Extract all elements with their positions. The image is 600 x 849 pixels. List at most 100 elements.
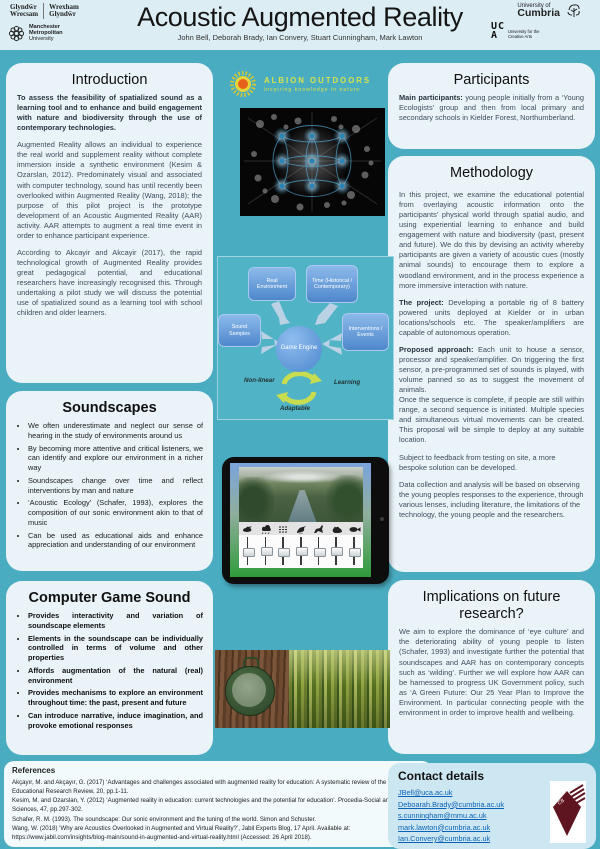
cgs-bullet: Provides mechanisms to explore an enviro… [28,688,203,708]
contact-details-section: Contact details JBell@uca.ac.uk Deboarah… [388,763,596,849]
implications-text: We aim to explore the dominance of ‘eye … [399,627,584,717]
email-link[interactable]: JBell@uca.ac.uk [398,788,453,797]
frog-icon [332,526,342,533]
deer-icon [314,524,324,533]
computer-game-sound-section: Computer Game Sound Provides interactivi… [6,581,213,755]
albion-outdoors-logo: ALBION OUTDOORS inspiring knowledge in n… [228,62,388,106]
sun-icon [230,71,256,97]
speaker-node-grid [273,127,351,195]
email-link[interactable]: Ian.Convery@cumbria.ac.uk [398,834,491,843]
participants-section: Participants Main participants: young pe… [388,63,595,149]
email-link[interactable]: Deboarah.Brady@cumbria.ac.uk [398,799,504,809]
diagram-label-learning: Learning [334,379,361,386]
soundscapes-bullet: Soundscapes change over time and reflect… [28,476,203,496]
volume-slider-panel [239,535,363,568]
reference-item: Wang, W. (2018) ‘Why are Acoustics Overl… [12,825,351,841]
email-link[interactable]: mark.lawton@cumbria.ac.uk [398,822,491,832]
water-icon [278,525,288,533]
research-stamp-logo: CB [550,781,586,843]
cgs-bullet: Elements in the soundscape can be indivi… [28,634,203,663]
reference-item: Kesim, M. and Ozarslan, Y. (2012) ‘Augme… [12,797,424,813]
volume-slider[interactable] [260,535,273,568]
poster-authors: John Bell, Deborah Brady, Ian Convery, S… [177,33,423,42]
diagram-node-real-environment: Real Environment [248,267,296,301]
diagram-label-adaptable: Adaptable [280,405,310,412]
methodology-project-lead: The project: [399,297,444,307]
volume-slider[interactable] [348,535,362,568]
reference-item: Schafer, R. M. (1993). The soundscape: O… [12,815,317,823]
tree-bark [215,650,289,728]
reference-item: Akçayır, M. and Akçayır, G. (2017) ‘Adva… [12,779,415,795]
soundscapes-bullet: Can be used as educational aids and enha… [28,531,203,551]
rain-cloud-icon [262,524,271,534]
speaker-on-tree-photo [215,650,390,728]
svg-text:CB: CB [557,797,567,806]
soundscapes-bullet: By becoming more attentive and critical … [28,444,203,473]
implications-section: Implications on future research? We aim … [388,580,595,754]
volume-slider[interactable] [242,535,255,568]
tablet-screen [230,463,371,577]
game-engine-diagram: Real Environment Time (Historical / Cont… [217,256,394,420]
volume-slider[interactable] [330,535,344,568]
methodology-section: Methodology In this project, we examine … [388,156,595,572]
references-title: References [12,766,56,775]
duck-icon [243,525,253,532]
soundscapes-title: Soundscapes [62,400,157,416]
cgs-bullet: Provides interactivity and variation of … [28,611,203,631]
tablet-camera-dot [380,517,384,521]
bamboo-forest [288,650,390,728]
albion-tagline: inspiring knowledge in nature [264,86,361,93]
mmu-logo: Manchester Metropolitan University [8,24,63,42]
introduction-section: Introduction To assess the feasibility o… [6,63,213,383]
methodology-project-text: Developing a portable rig of 8 battery p… [399,297,584,337]
outdoor-speaker-device [225,657,275,716]
speaker-array-visualisation-image [240,108,385,216]
soundscapes-bullet: ‘Acoustic Ecology’ (Schafer, 1993), expl… [28,498,203,527]
soundscape-icon-row [239,522,363,535]
introduction-paragraph-1: Augmented Reality allows an individual t… [17,140,202,240]
cgs-bullet: Can introduce narrative, induce imaginat… [28,711,203,731]
introduction-paragraph-2: According to Akcayir and Akcayir (2017),… [17,247,202,318]
uca-logo: UC A University for the Creative Arts [491,22,542,40]
introduction-title: Introduction [71,72,148,88]
diagram-node-time: Time (Historical / Contemporary) [306,265,358,303]
diagram-node-game-engine: Game Engine [276,326,322,372]
bird-icon [297,525,307,534]
references-section: References Akçayır, M. and Akçayır, G. (… [4,761,432,847]
diagram-node-interventions-events: Interventions / Events [342,313,389,351]
poster-title: Acoustic Augmented Reality [137,2,463,32]
glyndwr-university-logo: Glyndŵr Wrecsam Wrexham Glyndŵr [10,2,79,19]
volume-slider[interactable] [295,535,308,568]
diagram-node-sound-samples: Sound Samples [218,314,261,347]
glyndwr-logo-text: Glyndŵr [10,2,37,11]
cgs-bullet: Affords augmentation of the natural (rea… [28,666,203,686]
speaker-mesh [232,673,266,707]
uca-logo-text: University for the Creative Arts [508,29,540,40]
diagram-label-non-linear: Non-linear [244,377,275,384]
introduction-lead: To assess the feasibility of spatialized… [17,93,202,133]
contact-details-title: Contact details [398,769,485,783]
cumbria-logo: University of Cumbria [517,3,560,19]
methodology-approach-text: Each unit to house a sensor, processor a… [399,344,584,395]
header-band: Glyndŵr Wrecsam Wrexham Glyndŵr [0,0,600,50]
methodology-title: Methodology [449,165,534,181]
email-link[interactable]: s.cunningham@mmu.ac.uk [398,811,487,820]
methodology-paragraph-1: In this project, we examine the educatio… [399,190,584,290]
forest-river-photo [239,467,363,522]
methodology-paragraph-4: Subject to feedback from testing on site… [399,452,556,472]
methodology-approach-text-2: Once the sequence is complete, if people… [399,395,584,445]
participants-lead: Main participants: [399,93,463,102]
methodology-paragraph-5: Data collection and analysis will be bas… [399,479,584,519]
mmu-rose-icon [8,25,25,41]
fish-icon [349,526,361,532]
implications-title: Implications on future research? [422,589,561,622]
volume-slider[interactable] [277,535,291,568]
tablet-mockup [222,457,389,584]
computer-game-sound-title: Computer Game Sound [28,590,191,606]
participants-title: Participants [453,72,530,88]
volume-slider[interactable] [313,535,326,568]
participants-text: young people initially from a ‘Young Eco… [399,93,584,123]
soundscapes-section: Soundscapes We often underestimate and n… [6,391,213,571]
soundscapes-bullet: We often underestimate and neglect our s… [28,421,203,441]
